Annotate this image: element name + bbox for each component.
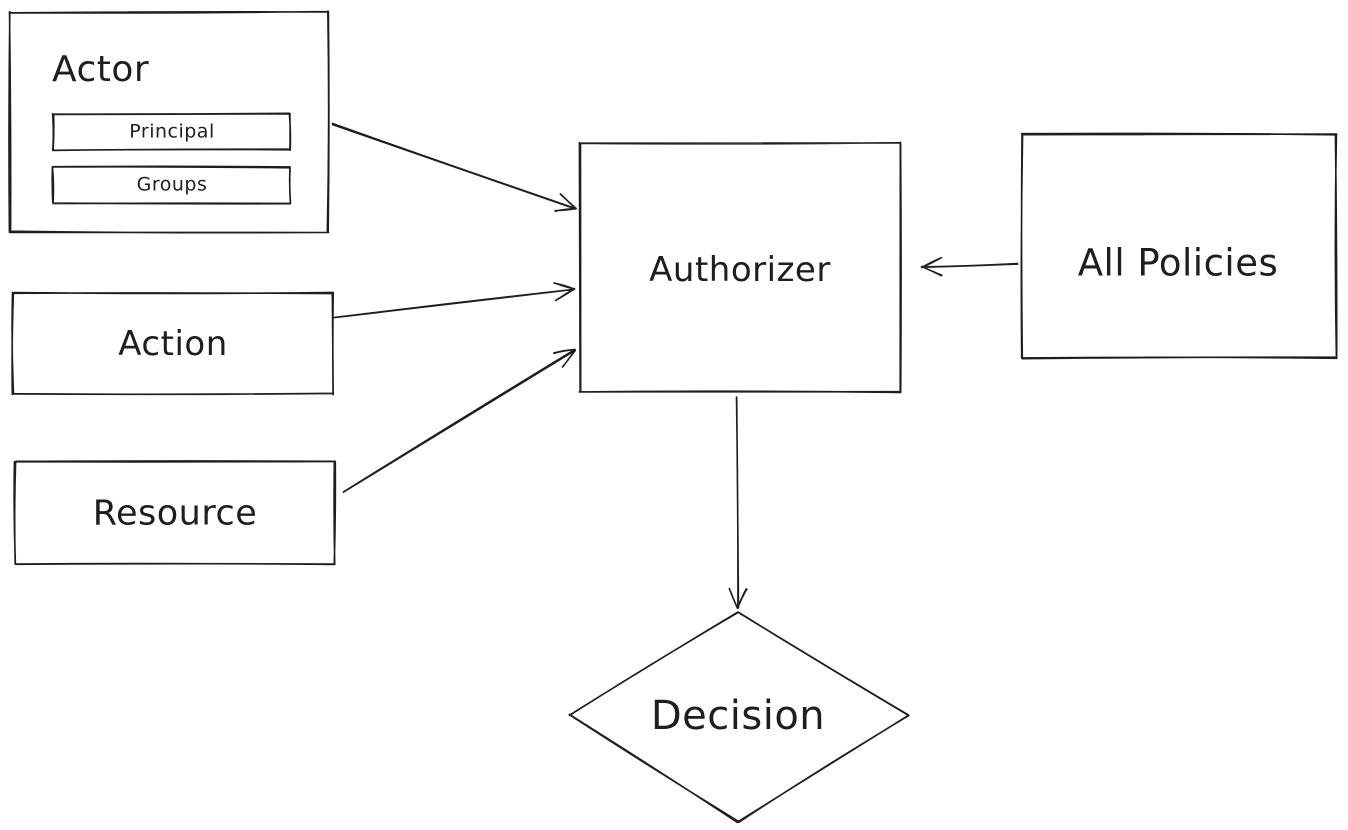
arrow-all-policies-to-authorizer [920, 256, 1019, 277]
arrow-actor-to-authorizer [331, 122, 577, 212]
authorizer-box [578, 141, 902, 394]
all-policies-box-label: All Policies [1077, 241, 1279, 285]
actor-box-title: Actor [52, 49, 150, 90]
groups-box [51, 165, 292, 205]
principal-box-label: Principal [129, 120, 215, 143]
decision-diamond-label: Decision [650, 693, 826, 739]
principal-box [51, 112, 292, 152]
action-box-label: Action [118, 324, 228, 364]
authorizer-box-label: Authorizer [649, 250, 831, 290]
arrow-resource-to-authorizer [342, 348, 576, 493]
decision-diamond [568, 611, 910, 824]
all-policies-box [1020, 132, 1338, 360]
resource-box [13, 460, 337, 566]
action-box [11, 291, 335, 396]
arrow-authorizer-to-decision [728, 396, 748, 610]
resource-box-label: Resource [92, 493, 258, 534]
arrow-action-to-authorizer [333, 282, 576, 319]
groups-box-label: Groups [136, 173, 208, 196]
actor-box [8, 10, 330, 234]
